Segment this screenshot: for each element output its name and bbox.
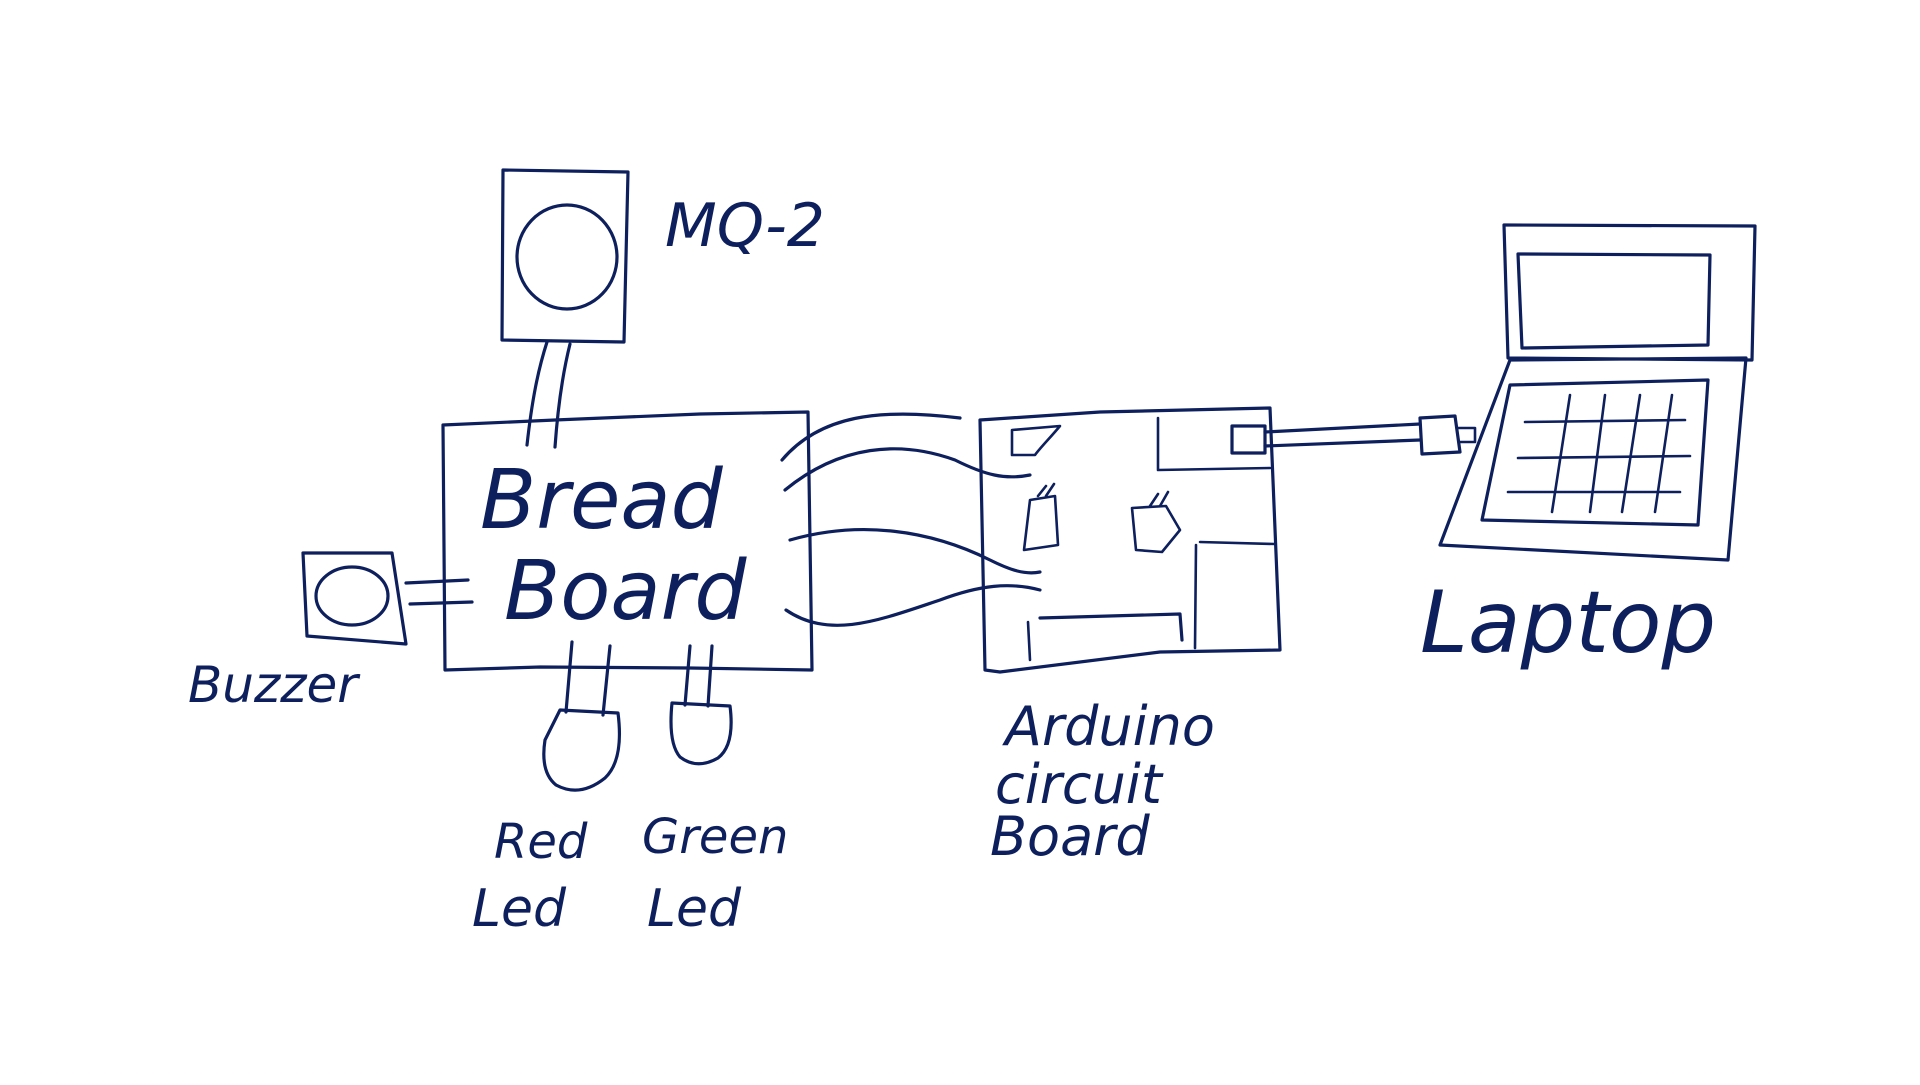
green-led (669, 644, 733, 766)
arduino-reset-corner (1010, 424, 1062, 457)
arduino-board (978, 406, 1282, 674)
red-led-pin-left (564, 640, 574, 714)
keyboard-columns (1550, 393, 1674, 514)
laptop-label: Laptop (1420, 573, 1716, 673)
green-led-pin-left (683, 644, 692, 707)
green-led-label-line2: Led (647, 879, 742, 939)
green-led-body (669, 701, 733, 766)
keyboard-rows (1506, 418, 1692, 494)
arduino-component-right-leads (1148, 490, 1170, 508)
green-led-label-line1: Green (642, 809, 788, 865)
arduino-usb-block-edge (1156, 416, 1272, 472)
arduino-usb-port (1230, 424, 1267, 455)
arduino-header-bottom (1038, 612, 1184, 642)
usb-cable-top (1263, 422, 1422, 434)
arduino-label-line2: circuit (995, 753, 1164, 816)
jumper-wires (780, 412, 1042, 627)
mq2-sensor-disc (515, 203, 619, 311)
laptop-base (1438, 356, 1748, 562)
arduino-header-bottom-pin (1026, 620, 1032, 662)
buzzer-label: Buzzer (188, 656, 361, 714)
green-led-pin-right (706, 644, 714, 708)
buzzer-box (301, 551, 408, 646)
buzzer-wire-bottom (408, 600, 474, 606)
buzzer (301, 551, 474, 646)
jumper-wire-2 (783, 447, 1032, 492)
arduino-component-left-leads (1036, 482, 1056, 498)
breadboard-label-line1: Bread (480, 453, 724, 548)
jumper-wire-3 (788, 528, 1042, 575)
mq2-pin-right (553, 342, 572, 449)
mq2-label: MQ-2 (665, 191, 825, 261)
breadboard-box (441, 410, 814, 672)
arduino-header-side (1193, 543, 1198, 650)
laptop (1438, 223, 1757, 562)
red-led-label-line2: Led (472, 879, 567, 939)
usb-cable-bottom (1263, 438, 1422, 448)
laptop-screen (1516, 252, 1712, 350)
mq2-sensor (500, 168, 630, 449)
arduino-header-top (1198, 540, 1277, 546)
arduino-label-line3: Board (990, 805, 1150, 868)
breadboard (441, 410, 814, 672)
usb-plug (1418, 414, 1462, 456)
red-led (542, 640, 622, 792)
laptop-lid (1502, 223, 1757, 362)
arduino-component-left (1022, 494, 1060, 552)
usb-cable (1263, 414, 1477, 456)
arduino-component-right (1130, 504, 1182, 554)
breadboard-label-line2: Board (504, 544, 747, 639)
jumper-wire-4 (784, 584, 1042, 627)
jumper-wire-1 (780, 412, 962, 462)
arduino-label-line1: Arduino (1002, 695, 1215, 758)
red-led-pin-right (601, 644, 612, 717)
buzzer-disc (314, 565, 390, 627)
laptop-keyboard-area (1480, 378, 1710, 527)
arduino-board-outline (978, 406, 1282, 674)
buzzer-wire-top (404, 578, 470, 585)
usb-plug-tip (1456, 426, 1477, 444)
mq2-sensor-box (500, 168, 630, 344)
red-led-label-line1: Red (494, 814, 588, 870)
mq2-pin-left (525, 340, 549, 447)
red-led-body (542, 708, 622, 792)
